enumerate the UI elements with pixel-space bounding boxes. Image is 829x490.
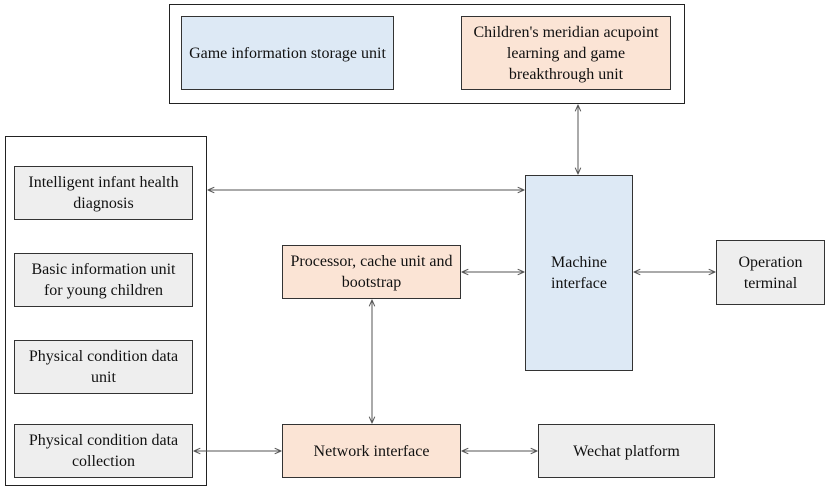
wechat-platform-label: Wechat platform (573, 442, 680, 460)
network-interface-label: Network interface (313, 442, 430, 460)
meridian-game-unit-box: Children's meridian acupoint learning an… (461, 16, 671, 90)
basic-info-unit-box: Basic information unit for young childre… (14, 253, 193, 307)
top-unit-group-frame (169, 4, 685, 104)
physical-data-unit-label: Physical condition data unit (28, 348, 179, 386)
operation-terminal-box: Operation terminal (716, 240, 825, 305)
network-interface-box: Network interface (282, 424, 461, 478)
meridian-game-unit-label: Children's meridian acupoint learning an… (473, 23, 659, 83)
health-diagnosis-box: Intelligent infant health diagnosis (14, 166, 193, 220)
machine-interface-label: Machine interface (551, 254, 607, 292)
physical-data-collection-box: Physical condition data collection (14, 424, 193, 478)
game-information-storage-box: Game information storage unit (181, 16, 394, 90)
wechat-platform-box: Wechat platform (538, 424, 715, 478)
machine-interface-box: Machine interface (525, 175, 633, 371)
processor-label: Processor, cache unit and bootstrap (290, 253, 453, 291)
physical-data-collection-label: Physical condition data collection (28, 432, 179, 470)
physical-data-unit-box: Physical condition data unit (14, 340, 193, 394)
processor-box: Processor, cache unit and bootstrap (282, 245, 461, 299)
operation-terminal-label: Operation terminal (738, 253, 803, 292)
left-unit-group-frame (5, 136, 207, 486)
game-information-storage-label: Game information storage unit (189, 44, 386, 62)
basic-info-unit-label: Basic information unit for young childre… (31, 261, 176, 299)
health-diagnosis-label: Intelligent infant health diagnosis (28, 174, 179, 212)
